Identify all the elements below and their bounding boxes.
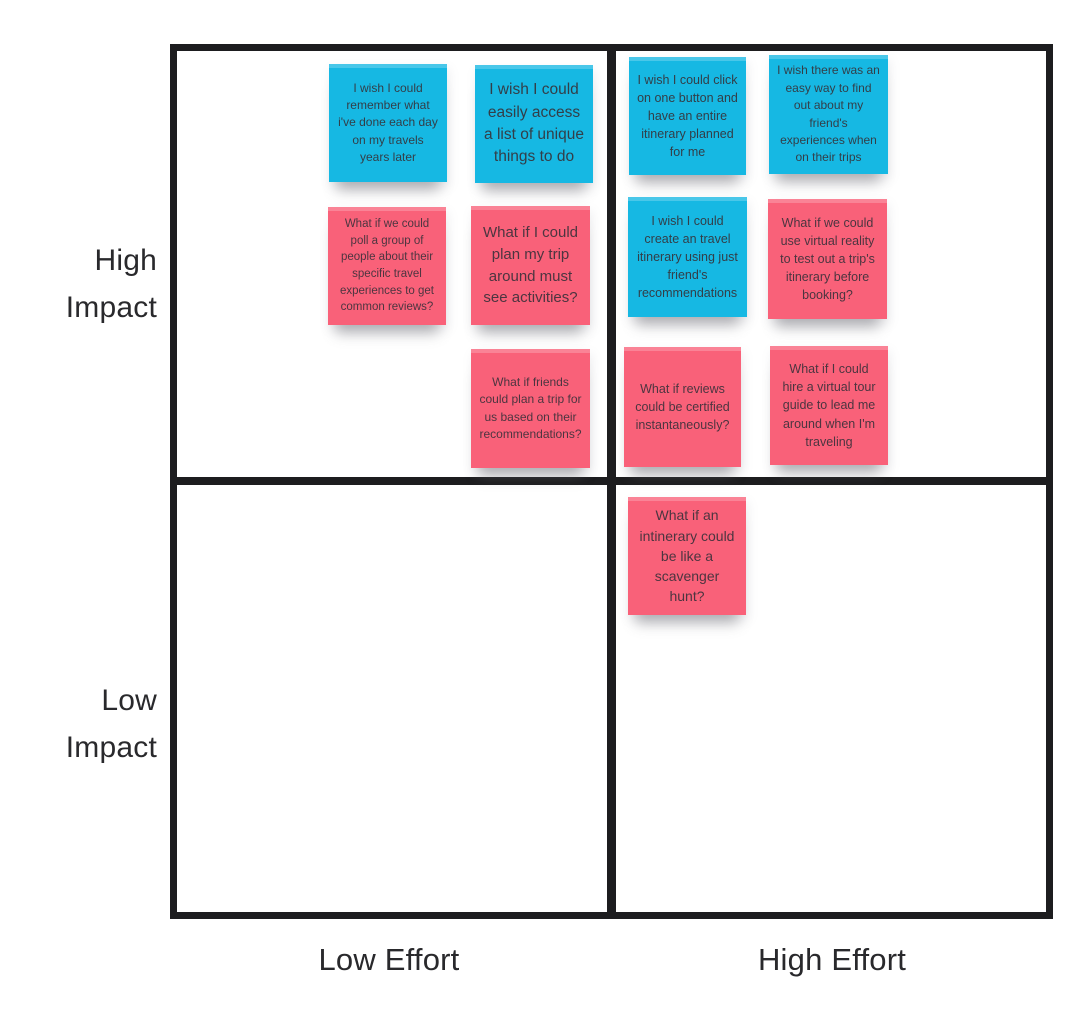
axis-label-high-impact-line1: High [94,244,157,277]
axis-label-low-impact: Low Impact [0,677,157,771]
sticky-note-text: What if I could hire a virtual tour guid… [782,362,876,449]
sticky-note-text: I wish there was an easy way to find out… [777,63,880,165]
sticky-note-certified-reviews[interactable]: What if reviews could be certified insta… [624,347,741,467]
matrix-horizontal-divider [170,477,1053,485]
sticky-note-virtual-tour-guide[interactable]: What if I could hire a virtual tour guid… [770,346,888,465]
sticky-note-remember-travels[interactable]: I wish I could remember what i've done e… [329,64,447,182]
sticky-note-one-button-itinerary[interactable]: I wish I could click on one button and h… [629,57,746,175]
sticky-note-scavenger-hunt[interactable]: What if an intinerary could be like a sc… [628,497,746,615]
sticky-note-friends-plan-trip[interactable]: What if friends could plan a trip for us… [471,349,590,468]
sticky-note-text: What if an intinerary could be like a sc… [639,507,735,605]
sticky-note-text: I wish I could create an travel itinerar… [637,213,738,301]
axis-label-low-impact-line1: Low [101,684,157,717]
axis-label-high-impact-line2: Impact [65,291,157,324]
sticky-note-text: I wish I could remember what i've done e… [338,80,438,165]
sticky-note-unique-things[interactable]: I wish I could easily access a list of u… [475,65,593,183]
sticky-note-text: What if we could use virtual reality to … [780,215,875,303]
axis-label-high-impact: High Impact [0,237,157,331]
sticky-note-friends-experiences[interactable]: I wish there was an easy way to find out… [769,55,888,174]
sticky-note-text: What if we could poll a group of people … [340,217,434,314]
sticky-note-text: I wish I could easily access a list of u… [484,81,584,166]
axis-label-low-effort: Low Effort [318,942,460,977]
sticky-note-text: What if I could plan my trip around must… [482,224,579,307]
axis-label-high-effort: High Effort [757,942,907,977]
sticky-note-itinerary-from-recs[interactable]: I wish I could create an travel itinerar… [628,197,747,317]
sticky-note-poll-group[interactable]: What if we could poll a group of people … [328,207,446,325]
sticky-note-must-see-activities[interactable]: What if I could plan my trip around must… [471,206,590,325]
sticky-note-text: What if reviews could be certified insta… [635,381,730,433]
sticky-note-virtual-reality-test[interactable]: What if we could use virtual reality to … [768,199,887,319]
sticky-note-text: I wish I could click on one button and h… [637,72,738,160]
axis-label-low-impact-line2: Impact [65,731,157,764]
sticky-note-text: What if friends could plan a trip for us… [479,374,582,441]
